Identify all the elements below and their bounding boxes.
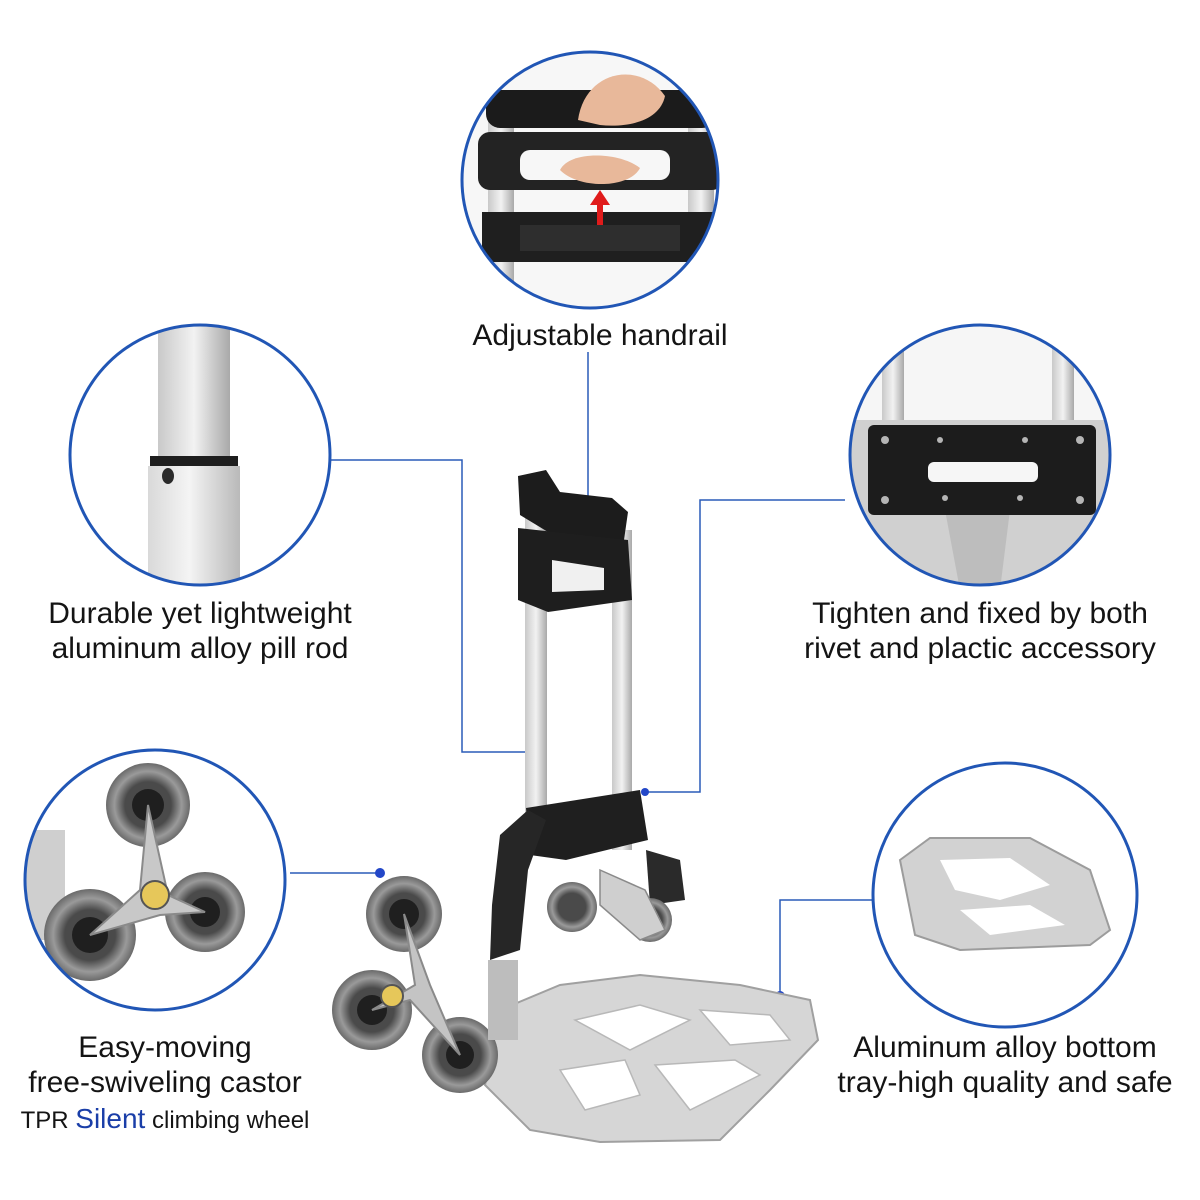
- castor-caption: Easy-moving free-swiveling castor TPR Si…: [0, 1030, 330, 1136]
- hand-truck-illustration: [332, 470, 820, 1144]
- castor-caption-line-2: free-swiveling castor: [28, 1066, 302, 1099]
- detail-circle-handrail: [460, 50, 720, 310]
- detail-circle-rod: [68, 323, 332, 587]
- center-bracket: [526, 790, 648, 860]
- detail-circle-tray: [871, 761, 1139, 1029]
- castor-caption-line-3: TPR Silent climbing wheel: [0, 1104, 330, 1136]
- base-tray: [483, 973, 820, 1144]
- rod-caption-line-2: aluminum alloy pill rod: [51, 632, 349, 665]
- wheel-spider: [371, 913, 461, 1056]
- connector-rivet: [645, 499, 845, 793]
- castor-caption-line-1: Easy-moving: [78, 1031, 252, 1064]
- rod-caption-line-1: Durable yet lightweight: [48, 597, 352, 630]
- callout-connectors: [290, 352, 872, 995]
- handrail-caption-text: Adjustable handrail: [472, 319, 728, 352]
- rod-caption: Durable yet lightweight aluminum alloy p…: [20, 596, 380, 666]
- handrail-caption: Adjustable handrail: [420, 318, 780, 353]
- tray-caption: Aluminum alloy bottom tray-high quality …: [810, 1030, 1200, 1100]
- dot-castor: [375, 868, 385, 878]
- tray-caption-line-2: tray-high quality and safe: [837, 1066, 1173, 1099]
- right-rail: [612, 530, 632, 850]
- connector-tray: [779, 899, 872, 995]
- connector-rod: [330, 459, 532, 753]
- rivet-caption-line-1: Tighten and fixed by both: [812, 597, 1148, 630]
- rivet-caption-line-2: rivet and plactic accessory: [804, 632, 1156, 665]
- dot-rivet: [641, 788, 649, 796]
- tray-caption-line-1: Aluminum alloy bottom: [853, 1031, 1157, 1064]
- castor-tpr-text: TPR: [20, 1107, 69, 1134]
- detail-circle-rivet: [848, 323, 1112, 587]
- lower-frame: [490, 810, 546, 960]
- detail-circle-castor: [23, 748, 287, 1012]
- rivet-caption: Tighten and fixed by both rivet and plac…: [770, 596, 1190, 666]
- castor-silent-text: Silent: [75, 1103, 146, 1134]
- handle-grip: [518, 470, 628, 540]
- castor-climbing-text: climbing wheel: [151, 1107, 310, 1134]
